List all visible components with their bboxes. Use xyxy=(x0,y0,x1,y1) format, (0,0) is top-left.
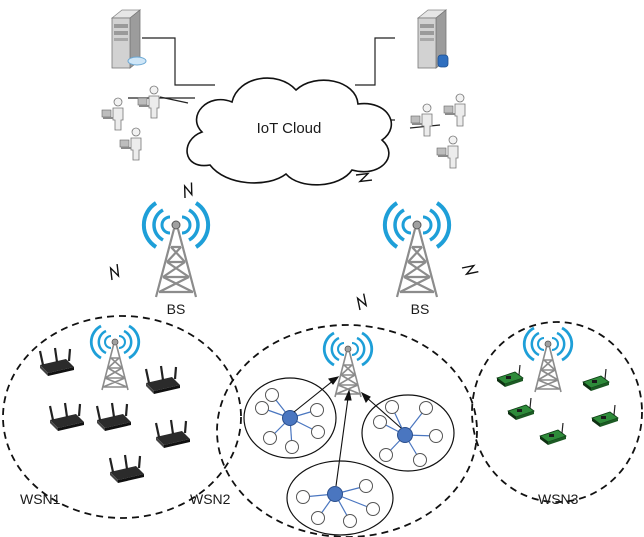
cluster-head-node xyxy=(327,486,343,502)
sensor-board-icon xyxy=(496,364,524,388)
bs-left-label: BS xyxy=(167,301,186,317)
wireless-router-icon xyxy=(48,401,86,433)
iot-cloud: IoT Cloud xyxy=(186,77,393,186)
lightning-link-icon xyxy=(459,260,481,280)
sensor-board-icon xyxy=(507,397,535,421)
wsn1-label: WSN1 xyxy=(20,491,61,507)
lightning-link-icon xyxy=(178,179,199,201)
wsn1-network: WSN1 xyxy=(2,315,242,519)
wireless-router-icon xyxy=(144,364,182,396)
user-icon xyxy=(410,103,433,137)
base-station-tower-icon xyxy=(382,201,452,299)
wireless-router-icon xyxy=(95,401,133,433)
sink-tower-icon xyxy=(89,324,141,392)
bs-right-label: BS xyxy=(411,301,430,317)
sink-tower-icon xyxy=(322,331,374,399)
user-icon xyxy=(101,97,124,131)
wireless-router-icon xyxy=(38,346,76,378)
user-icon xyxy=(137,85,160,119)
sensor-board-icon xyxy=(539,422,567,446)
wsn2-network: WSN2 xyxy=(190,324,478,537)
database-icon xyxy=(127,56,147,66)
wireless-router-icon xyxy=(154,418,192,450)
cluster-head-node xyxy=(282,410,298,426)
wsn3-network: WSN3 xyxy=(471,321,643,507)
sensor-board-icon xyxy=(591,404,619,428)
sensor-board-icon xyxy=(582,368,610,392)
lightning-link-icon xyxy=(352,291,372,313)
wsn2-label: WSN2 xyxy=(190,491,231,507)
sink-tower-icon xyxy=(522,326,574,394)
user-icon xyxy=(443,93,466,127)
base-station-tower-icon xyxy=(141,201,211,299)
user-icon xyxy=(119,127,142,161)
cloud-label: IoT Cloud xyxy=(257,120,322,137)
wireless-router-icon xyxy=(108,453,146,485)
wsn3-label: WSN3 xyxy=(538,491,579,507)
cluster-left xyxy=(243,377,337,459)
user-icon xyxy=(436,135,459,169)
cluster-head-node xyxy=(397,427,413,443)
cluster-bottom xyxy=(286,460,394,536)
lightning-link-icon xyxy=(104,261,125,283)
database-icon xyxy=(437,54,449,68)
